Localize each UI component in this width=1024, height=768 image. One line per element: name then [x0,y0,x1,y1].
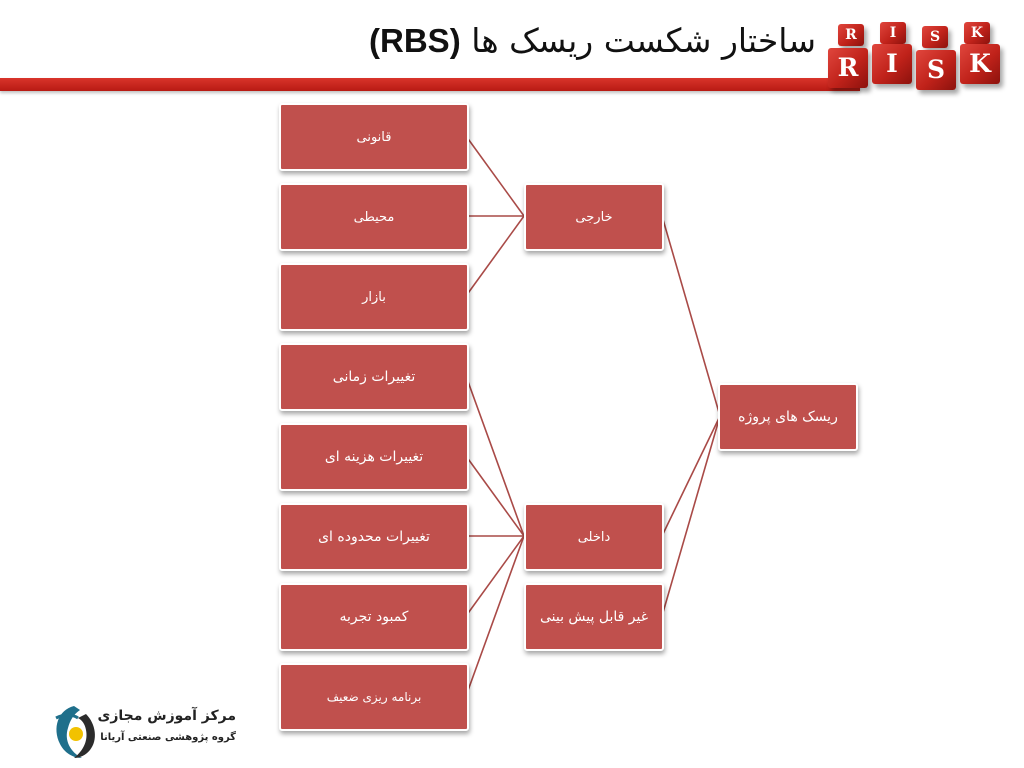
leaf-node-lack-of-experience: کمبود تجربه [279,583,469,651]
connector-line [661,215,721,417]
risk-cube-i: I [872,44,912,84]
risk-cube-r: R [828,48,868,88]
org-emblem-icon [55,706,95,758]
org-subtitle: گروه پژوهشی صنعتی آریانا [100,732,236,743]
risk-dice-logo: R I S K R I S K [822,18,1002,114]
risk-cube-small-k: K [964,22,990,44]
leaf-node-scope-changes: تغییرات محدوده ای [279,503,469,571]
risk-cube-s: S [916,50,956,90]
page-title-text: ساختار شکست ریسک ها [471,21,816,60]
connector-line [465,375,525,537]
category-node-unpredictable: غیر قابل پیش بینی [524,583,664,651]
page-title-code: (RBS) [369,22,461,59]
header-bar [0,78,860,91]
leaf-node-environmental: محیطی [279,183,469,251]
org-name: مرکز آموزش مجازی [97,708,236,724]
leaf-node-legal: قانونی [279,103,469,171]
connector-line [465,215,525,297]
risk-cube-small-r: R [838,24,864,46]
org-logo: مرکز آموزش مجازی گروه پژوهشی صنعتی آریان… [46,700,236,764]
risk-cube-small-s: S [922,26,948,48]
leaf-node-poor-planning: برنامه ریزی ضعیف [279,663,469,731]
leaf-node-cost-changes: تغییرات هزینه ای [279,423,469,491]
page-title: ساختار شکست ریسک ها (RBS) [369,18,816,64]
risk-cube-k: K [960,44,1000,84]
connector-line [661,415,721,537]
root-node-project-risks: ریسک های پروژه [718,383,858,451]
connector-line [465,535,525,697]
connector-line [661,415,721,617]
category-node-external: خارجی [524,183,664,251]
connector-line [465,455,525,537]
leaf-node-market: بازار [279,263,469,331]
risk-cube-small-i: I [880,22,906,44]
connector-line [465,535,525,617]
connector-line [465,135,525,217]
leaf-node-schedule-changes: تغییرات زمانی [279,343,469,411]
category-node-internal: داخلی [524,503,664,571]
